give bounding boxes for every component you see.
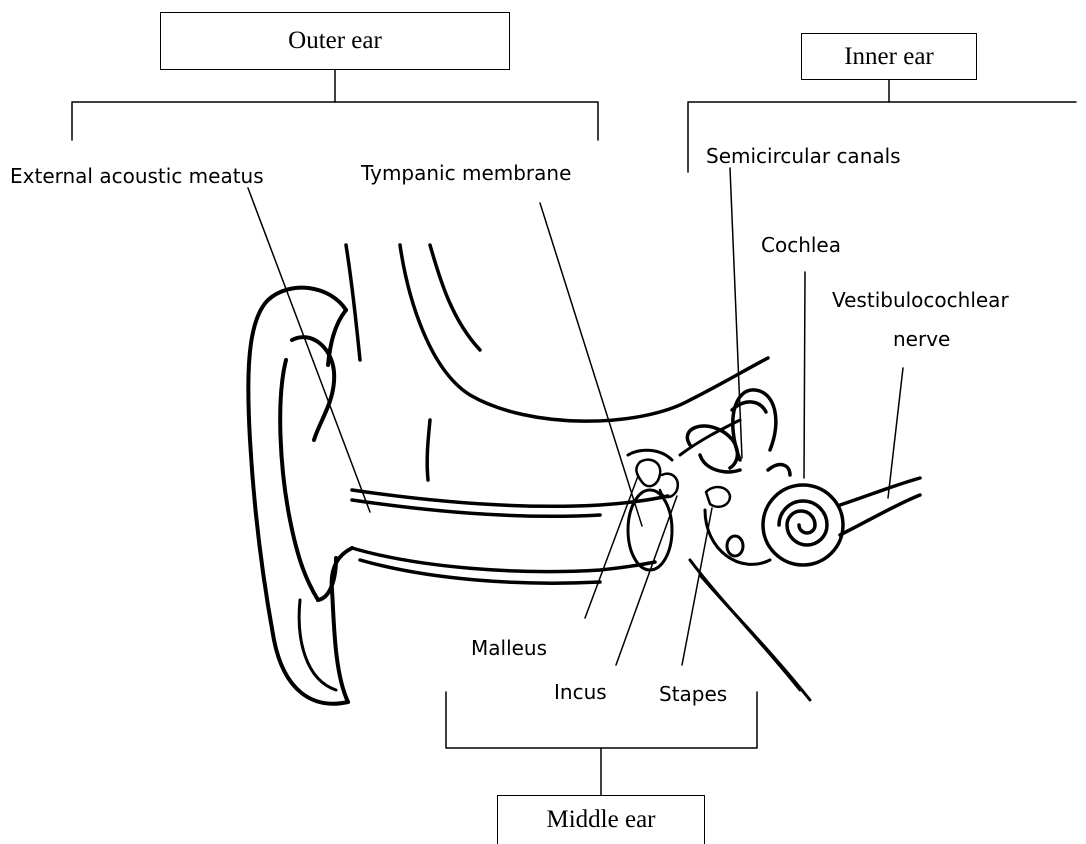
incus-label: Incus — [554, 676, 607, 708]
stapes-label: Stapes — [659, 678, 727, 710]
middle-ear-box: Middle ear — [497, 795, 705, 844]
cochlea-label: Cochlea — [761, 229, 841, 261]
external-acoustic-meatus-label: External acoustic meatus — [10, 160, 264, 192]
outer-ear-bracket — [72, 68, 598, 140]
inner-ear-label: Inner ear — [844, 43, 934, 71]
head-outline — [346, 245, 768, 480]
lobule-outline — [299, 600, 336, 690]
vestibulocochlear-nerve-outline — [840, 478, 920, 535]
semicircular-canals-label: Semicircular canals — [706, 140, 901, 172]
semicircular-canals-outline — [687, 390, 790, 475]
malleus-label: Malleus — [471, 632, 547, 664]
tympanic-membrane-label: Tympanic membrane — [361, 157, 571, 189]
cochlea-outline — [763, 485, 843, 565]
middle-ear-label: Middle ear — [547, 806, 656, 834]
vestibulocochlear-label-line1: Vestibulocochlear — [832, 284, 1009, 316]
inner-ear-box: Inner ear — [801, 33, 977, 80]
tympanic-membrane-outline — [628, 420, 740, 570]
outer-ear-box: Outer ear — [160, 12, 510, 70]
vestibulocochlear-label-line2: nerve — [893, 323, 950, 355]
outer-ear-label: Outer ear — [288, 27, 382, 55]
ear-canal-outline — [352, 490, 668, 583]
